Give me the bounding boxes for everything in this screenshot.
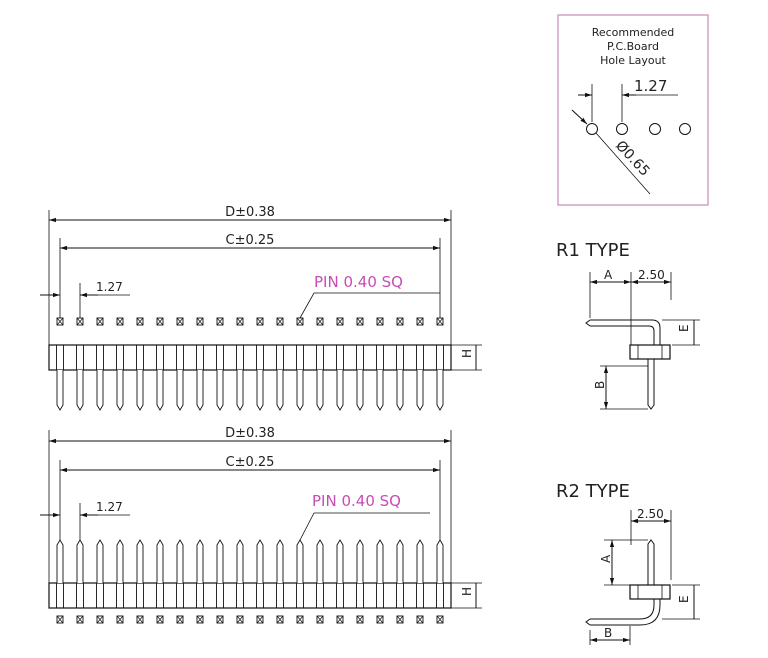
header-body-2 bbox=[48, 582, 452, 609]
pcb-hole-2 bbox=[616, 123, 628, 135]
pcb-hole-3 bbox=[649, 123, 661, 135]
r2-dim-b: B bbox=[604, 626, 612, 640]
pin bbox=[116, 317, 124, 411]
pcb-hole-dia: Ø0.65 bbox=[612, 138, 652, 180]
r1-housing bbox=[629, 344, 671, 360]
pin bbox=[176, 317, 184, 411]
r1-dim-a: A bbox=[604, 268, 613, 282]
r1-dim-250: 2.50 bbox=[638, 268, 665, 282]
pin bbox=[336, 317, 344, 411]
pin bbox=[396, 317, 404, 411]
pin bbox=[296, 317, 304, 411]
pitch-label: 1.27 bbox=[96, 280, 123, 294]
pin bbox=[196, 539, 204, 624]
pin bbox=[276, 317, 284, 411]
pcb-line3: Hole Layout bbox=[600, 54, 666, 67]
pin bbox=[276, 539, 284, 624]
pin bbox=[416, 317, 424, 411]
top-pins bbox=[56, 317, 444, 411]
pcb-line2: P.C.Board bbox=[607, 40, 659, 53]
pin bbox=[376, 317, 384, 411]
bottom-view: D±0.38 C±0.25 1.27 PIN 0.40 SQ H bbox=[40, 426, 482, 624]
r2-bent-pin bbox=[590, 599, 661, 626]
dim-c-label: C±0.25 bbox=[226, 233, 275, 248]
pcb-line1: Recommended bbox=[592, 26, 675, 39]
pcb-layout-box: Recommended P.C.Board Hole Layout 1.27 Ø… bbox=[557, 14, 709, 206]
pin bbox=[136, 539, 144, 624]
r1-type: R1 TYPE A 2.50 E B bbox=[556, 240, 700, 410]
pin bbox=[316, 539, 324, 624]
dim-h-label: H bbox=[460, 349, 474, 358]
dim-c-label-2: C±0.25 bbox=[226, 455, 275, 470]
pin bbox=[236, 539, 244, 624]
r1-lower-pin bbox=[647, 359, 655, 410]
pin bbox=[56, 317, 64, 411]
pin bbox=[436, 317, 444, 411]
r2-type: R2 TYPE 2.50 A E B bbox=[556, 481, 700, 645]
pin bbox=[136, 317, 144, 411]
pin bbox=[76, 317, 84, 411]
top-view: D±0.38 C±0.25 1.27 PIN 0.40 SQ H bbox=[40, 205, 482, 411]
header-body bbox=[48, 344, 452, 371]
pin bbox=[176, 539, 184, 624]
pin bbox=[216, 539, 224, 624]
dim-d-label-2: D±0.38 bbox=[225, 426, 275, 441]
pcb-layout-border bbox=[557, 14, 709, 206]
pin bbox=[356, 539, 364, 624]
r2-housing bbox=[629, 584, 671, 600]
r2-dim-250: 2.50 bbox=[637, 507, 664, 521]
pin bbox=[436, 539, 444, 624]
pin bbox=[196, 317, 204, 411]
pcb-pitch: 1.27 bbox=[634, 77, 667, 95]
r2-title: R2 TYPE bbox=[556, 481, 630, 502]
pitch-label-2: 1.27 bbox=[96, 500, 123, 514]
pin bbox=[376, 539, 384, 624]
pin bbox=[156, 539, 164, 624]
r2-upper-pin bbox=[647, 539, 655, 585]
r1-title: R1 TYPE bbox=[556, 240, 630, 261]
pin bbox=[356, 317, 364, 411]
pin bbox=[296, 539, 304, 624]
pcb-hole-4 bbox=[679, 123, 691, 135]
pin bbox=[316, 317, 324, 411]
r1-bent-pin bbox=[590, 319, 661, 355]
dim-d-label: D±0.38 bbox=[225, 205, 275, 220]
pin bbox=[56, 539, 64, 624]
pin bbox=[236, 317, 244, 411]
pin bbox=[96, 539, 104, 624]
pin bbox=[76, 539, 84, 624]
pin bbox=[416, 539, 424, 624]
pin bbox=[116, 539, 124, 624]
pin bbox=[156, 317, 164, 411]
pin-note: PIN 0.40 SQ bbox=[314, 273, 403, 291]
pin-note-2: PIN 0.40 SQ bbox=[312, 492, 401, 510]
bottom-pins bbox=[56, 539, 444, 624]
pin bbox=[256, 539, 264, 624]
r2-dim-e: E bbox=[677, 595, 691, 603]
pin bbox=[396, 539, 404, 624]
r2-dim-a: A bbox=[599, 554, 613, 563]
pin bbox=[256, 317, 264, 411]
r1-dim-e: E bbox=[677, 324, 691, 332]
pin bbox=[216, 317, 224, 411]
dim-h-label-2: H bbox=[460, 587, 474, 596]
r1-dim-b: B bbox=[593, 381, 607, 389]
pin bbox=[96, 317, 104, 411]
pin bbox=[336, 539, 344, 624]
pcb-hole-1 bbox=[586, 123, 598, 135]
